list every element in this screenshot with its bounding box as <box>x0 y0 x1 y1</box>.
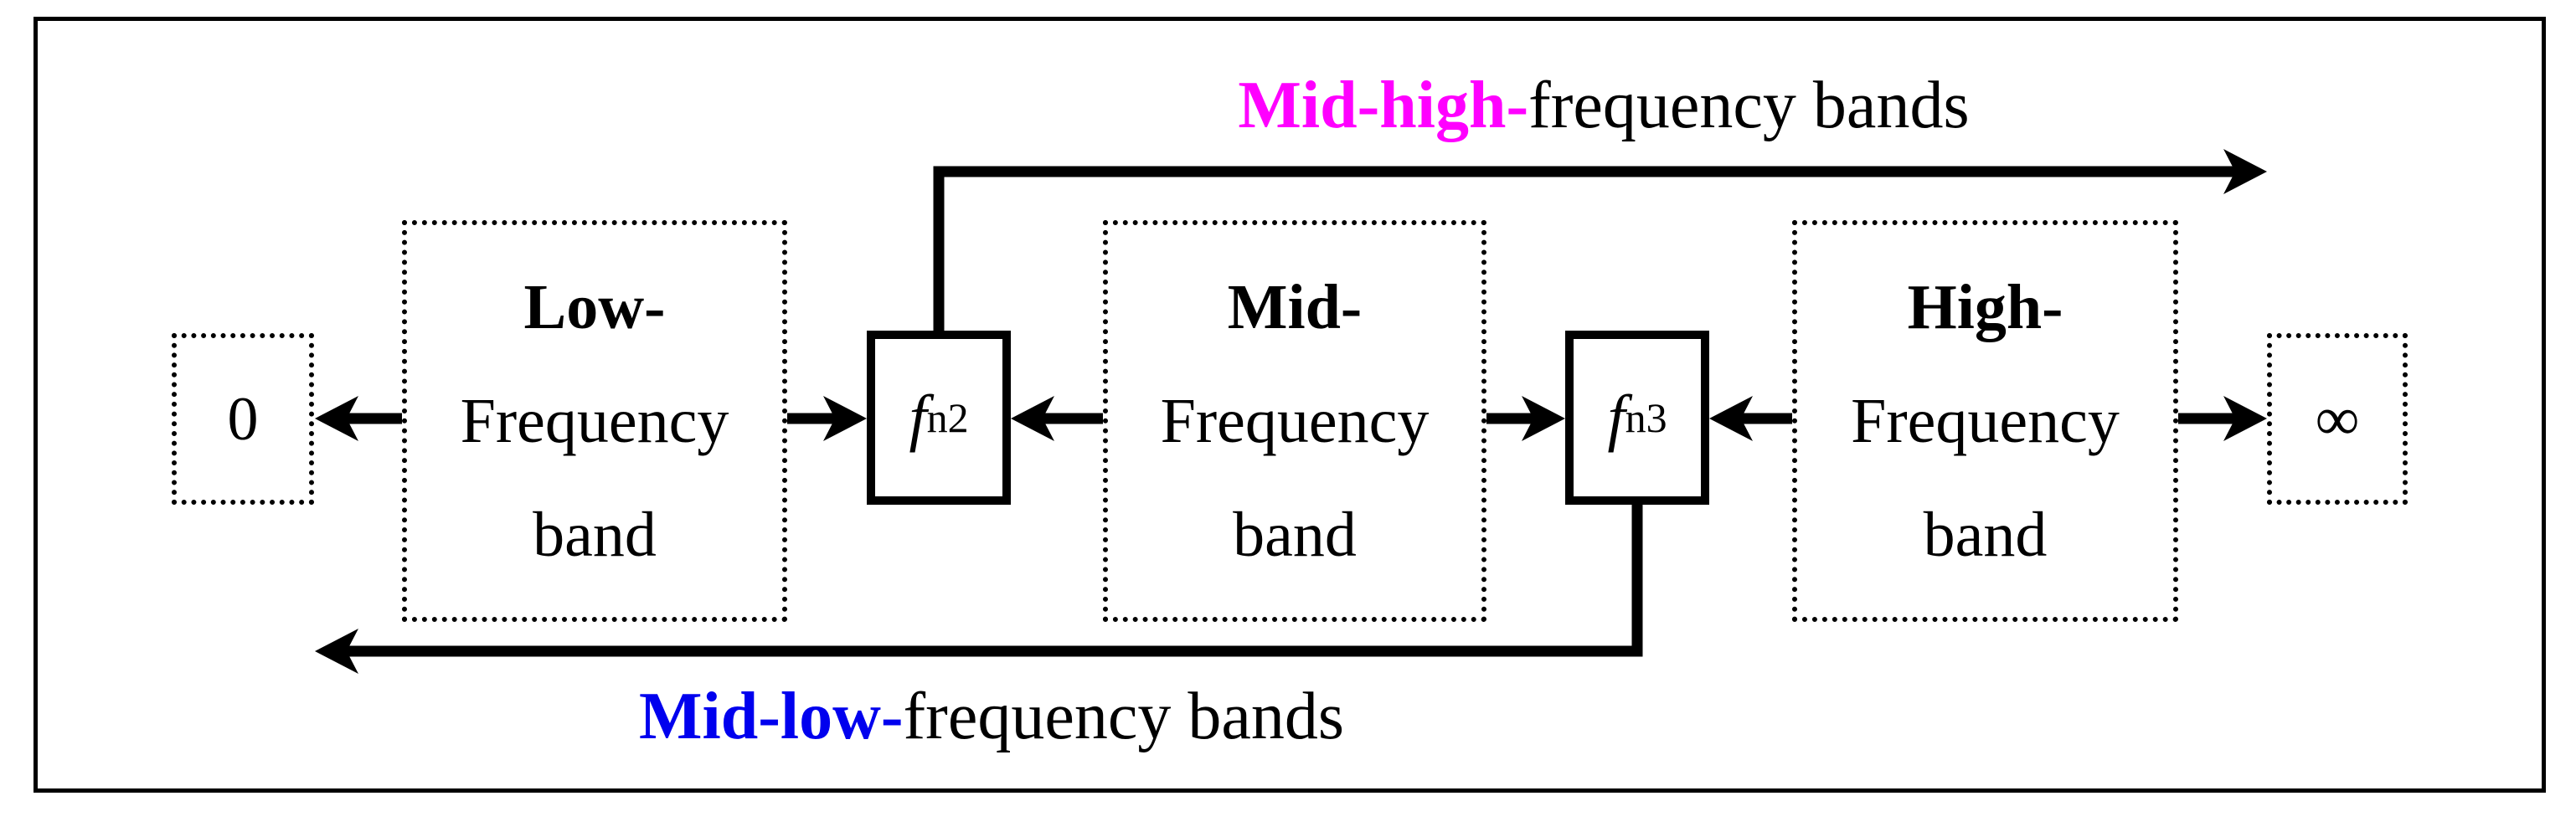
low-band-line3: band <box>533 500 657 570</box>
mid-high-rest-text: frequency bands <box>1528 69 1970 142</box>
fn2-subscript: n2 <box>926 394 969 441</box>
infinity-symbol: ∞ <box>2315 384 2360 454</box>
high-frequency-band-node: High- Frequency band <box>1792 220 2178 622</box>
zero-label: 0 <box>227 384 259 454</box>
arrowhead-left-icon <box>315 629 358 674</box>
mid-band-line3: band <box>1233 500 1357 570</box>
arrowhead-right-icon <box>2223 396 2267 441</box>
mid-high-route-line <box>933 166 2235 334</box>
outer-border <box>33 17 2546 793</box>
fn2-f-symbol: f <box>909 383 927 453</box>
mid-band-line2: Frequency <box>1160 386 1430 456</box>
arrowhead-right-icon <box>1522 396 1565 441</box>
mid-low-rest-text: frequency bands <box>903 680 1344 753</box>
mid-high-frequency-label: Mid-high-frequency bands <box>940 72 2267 139</box>
mid-band-title: Mid- <box>1227 272 1363 342</box>
mid-low-frequency-label: Mid-low-frequency bands <box>335 683 1648 750</box>
low-band-line2: Frequency <box>460 386 729 456</box>
arrowhead-right-icon <box>2223 149 2267 194</box>
fn3-subscript: n3 <box>1625 394 1667 441</box>
mid-frequency-band-node: Mid- Frequency band <box>1103 220 1486 622</box>
mid-low-highlight-text: Mid-low- <box>639 680 904 753</box>
arrowhead-left-icon <box>1709 396 1753 441</box>
zero-node: 0 <box>172 333 314 505</box>
arrowhead-left-icon <box>1011 396 1054 441</box>
fn3-f-symbol: f <box>1607 383 1625 453</box>
high-band-title: High- <box>1907 272 2063 342</box>
arrowhead-left-icon <box>315 396 358 441</box>
infinity-node: ∞ <box>2267 333 2408 505</box>
high-band-line2: Frequency <box>1851 386 2120 456</box>
mid-high-highlight-text: Mid-high- <box>1238 69 1529 142</box>
high-band-line3: band <box>1923 500 2048 570</box>
low-frequency-band-node: Low- Frequency band <box>402 220 787 622</box>
low-band-title: Low- <box>523 272 666 342</box>
arrowhead-right-icon <box>823 396 867 441</box>
mid-low-route-line <box>347 502 1643 657</box>
